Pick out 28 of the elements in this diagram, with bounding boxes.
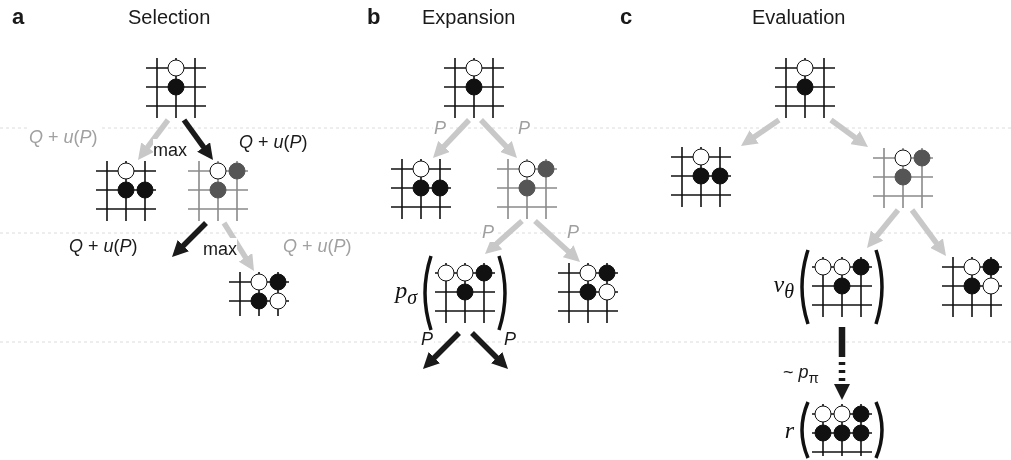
arrow <box>221 221 254 271</box>
formula-label: r <box>783 416 794 444</box>
panel-letter: b <box>367 6 381 28</box>
edge-label: Q + u(P) <box>238 132 309 152</box>
panel-letter: a <box>12 6 25 28</box>
edge-label: Q + u(P) <box>282 236 353 256</box>
arrow <box>741 117 781 146</box>
edge-label: Q + u(P) <box>68 236 139 256</box>
panel-title: Expansion <box>422 6 516 28</box>
formula-label: p$_{σ}$ <box>393 277 417 309</box>
edge-label: Q + u(P) <box>28 127 99 147</box>
formula-label: ν$_{θ}$ <box>772 271 794 303</box>
arrow <box>172 221 208 257</box>
arrow <box>867 208 901 248</box>
panel-title: Selection <box>128 6 211 28</box>
arrow <box>181 118 213 160</box>
arrow <box>423 331 461 369</box>
arrow <box>470 331 508 369</box>
arrow <box>829 117 868 147</box>
arrow <box>479 118 517 158</box>
arrow <box>138 118 171 160</box>
arrow <box>433 118 471 158</box>
arrow <box>533 218 580 262</box>
arrow <box>485 218 524 254</box>
panel-title: Evaluation <box>752 6 846 28</box>
panel-letter: c <box>620 6 633 28</box>
arrow <box>909 208 946 256</box>
edge-label: P <box>481 222 495 242</box>
